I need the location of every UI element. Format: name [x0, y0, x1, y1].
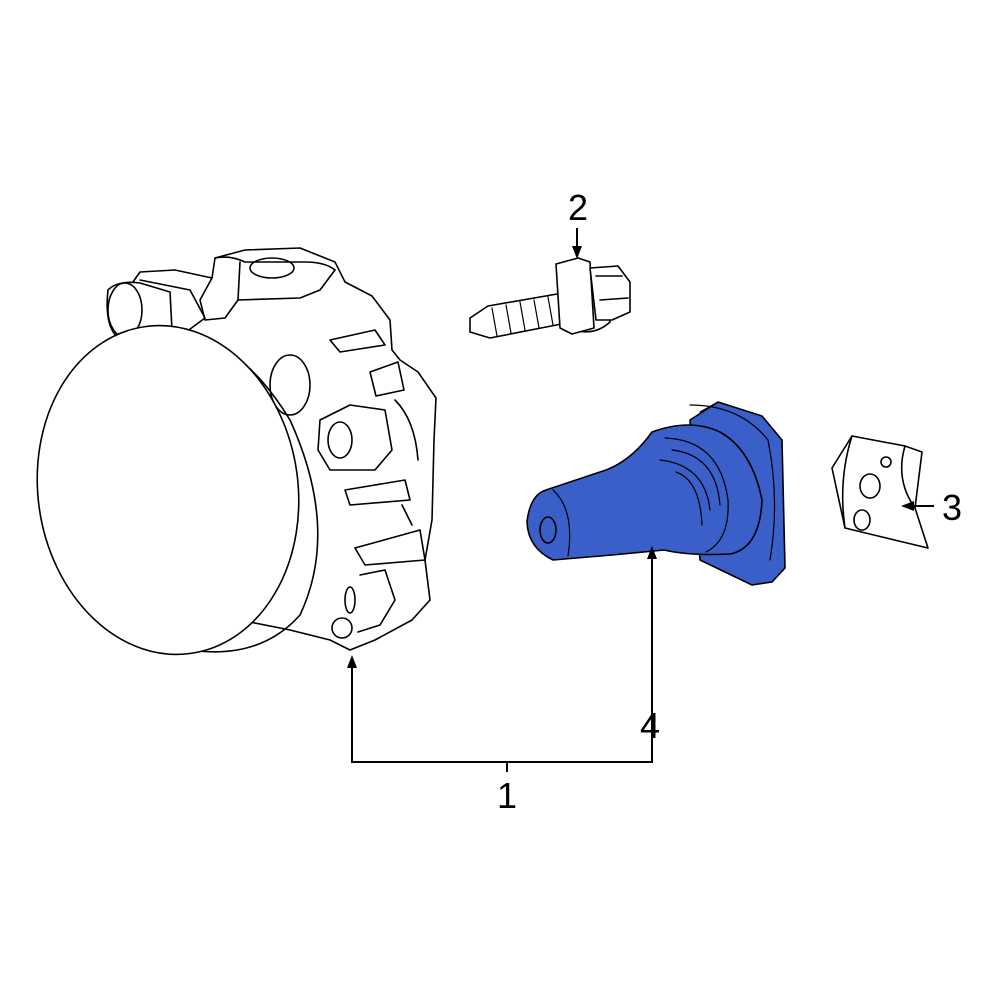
leader-lines [347, 228, 934, 772]
callout-4: 4 [640, 705, 660, 746]
callout-3: 3 [942, 487, 962, 528]
screw[interactable] [469, 257, 631, 339]
fog-lamp-housing[interactable] [16, 247, 437, 671]
clip[interactable] [831, 435, 929, 549]
bulb-socket[interactable] [526, 401, 786, 586]
callout-2: 2 [568, 187, 588, 228]
callout-1: 1 [497, 775, 517, 816]
